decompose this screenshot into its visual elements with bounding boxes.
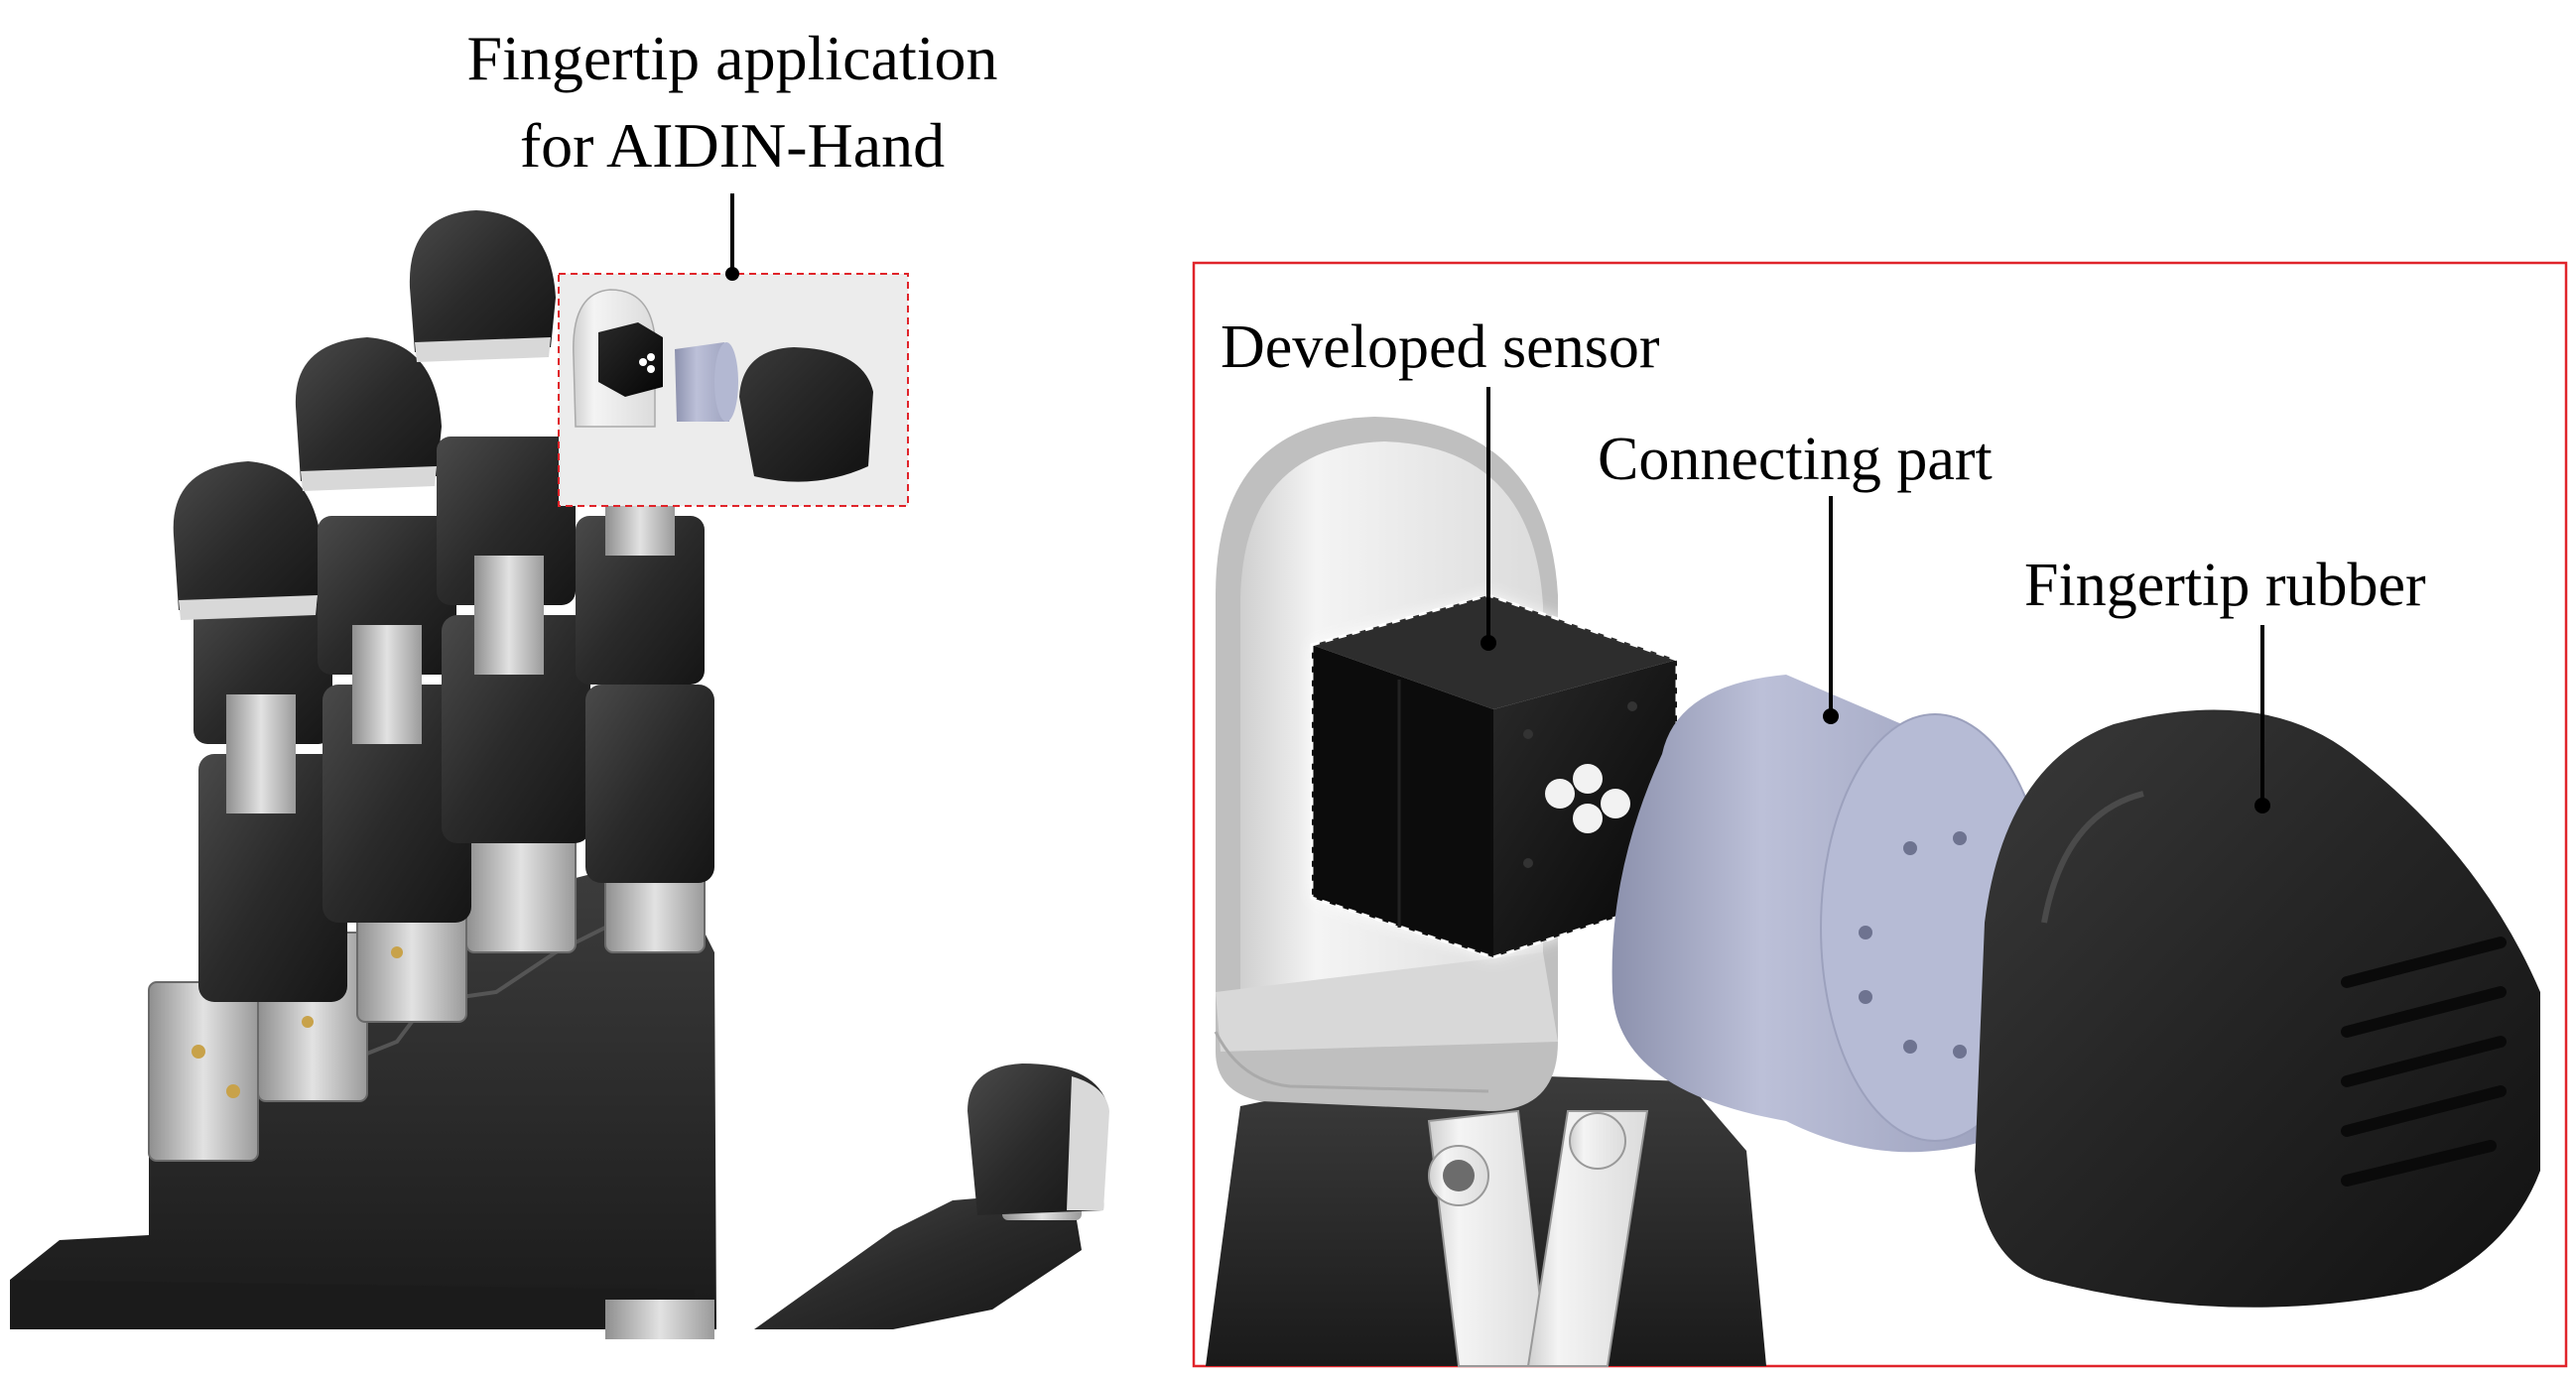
- leader-dot-fingertip-rubber: [2254, 798, 2270, 813]
- fingertip-highlight-box: [558, 273, 909, 507]
- label-developed-sensor: Developed sensor: [1221, 313, 1660, 381]
- fingertip-rubber-cap: [1975, 709, 2540, 1308]
- label-connecting-part: Connecting part: [1598, 426, 1993, 493]
- leader-dot-connecting-part: [1823, 708, 1839, 724]
- leader-dot-developed-sensor: [1481, 635, 1496, 651]
- exploded-view-panel: [1192, 261, 2568, 1368]
- left-title-line2: for AIDIN-Hand: [520, 110, 945, 181]
- left-title-leader-dot: [725, 267, 739, 281]
- left-title-line1: Fingertip application: [467, 23, 998, 93]
- robot-hand-illustration: [10, 210, 1109, 1339]
- label-fingertip-rubber: Fingertip rubber: [2024, 552, 2426, 619]
- developed-sensor-cube: [1310, 593, 1679, 959]
